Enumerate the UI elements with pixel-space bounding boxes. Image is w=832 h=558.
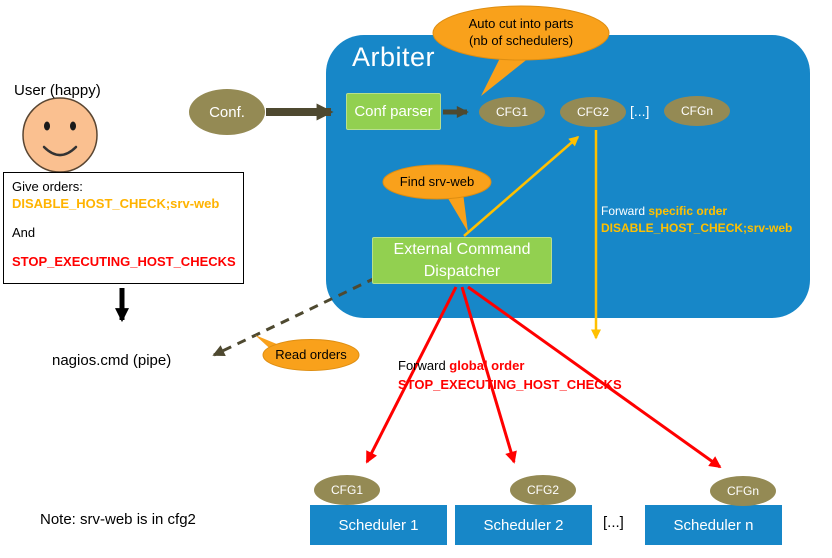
scheduler-ellipsis: [...]	[603, 514, 624, 531]
user-orders-box: Give orders: DISABLE_HOST_CHECK;srv-web …	[3, 172, 244, 284]
smiley-face-icon	[22, 97, 98, 173]
forward-specific-command: DISABLE_HOST_CHECK;srv-web	[601, 221, 793, 236]
auto-cut-line2: (nb of schedulers)	[468, 32, 574, 48]
forward-global-order-text: Forward global order STOP_EXECUTING_HOST…	[398, 357, 622, 395]
forward-specific-emph: specific order	[648, 204, 728, 218]
dispatcher-line2: Dispatcher	[423, 262, 501, 280]
cfgn-bottom-ellipse: CFGn	[710, 476, 776, 506]
order-specific-text: DISABLE_HOST_CHECK;srv-web	[12, 196, 220, 211]
auto-cut-bubble: Auto cut into parts (nb of schedulers)	[433, 16, 609, 50]
cfgn-top-ellipse: CFGn	[664, 96, 730, 126]
dispatcher-line1: External Command	[393, 240, 531, 258]
give-orders-label: Give orders:	[12, 179, 83, 194]
note-text: Note: srv-web is in cfg2	[40, 511, 196, 528]
scheduler2-box: Scheduler 2	[455, 505, 592, 545]
cfg1-top-ellipse: CFG1	[479, 97, 545, 127]
auto-cut-line1: Auto cut into parts	[468, 16, 574, 31]
cfg1-bottom-ellipse: CFG1	[314, 475, 380, 505]
and-label: And	[12, 225, 36, 240]
cfg2-bottom-ellipse: CFG2	[510, 475, 576, 505]
forward-specific-prefix: Forward	[601, 204, 649, 218]
forward-global-command: STOP_EXECUTING_HOST_CHECKS	[398, 376, 622, 392]
schedulern-box: Scheduler n	[645, 505, 782, 545]
forward-global-prefix: Forward	[398, 358, 450, 373]
cfg-ellipsis-top: [...]	[630, 103, 650, 119]
order-global-text: STOP_EXECUTING_HOST_CHECKS	[12, 254, 236, 269]
forward-specific-order-text: Forward specific order DISABLE_HOST_CHEC…	[601, 203, 792, 238]
arbiter-title: Arbiter	[352, 42, 436, 72]
scheduler1-box: Scheduler 1	[310, 505, 447, 545]
conf-ellipse: Conf.	[189, 89, 265, 135]
user-label: User (happy)	[14, 82, 101, 99]
conf-parser-box: Conf parser	[346, 93, 441, 130]
cfg2-top-ellipse: CFG2	[560, 97, 626, 127]
find-srv-web-bubble: Find srv-web	[399, 174, 475, 189]
forward-global-emph: global order	[449, 358, 525, 373]
external-command-dispatcher-box: External Command Dispatcher	[372, 237, 552, 284]
nagios-pipe-label: nagios.cmd (pipe)	[52, 352, 172, 369]
read-orders-bubble: Read orders	[275, 347, 347, 362]
